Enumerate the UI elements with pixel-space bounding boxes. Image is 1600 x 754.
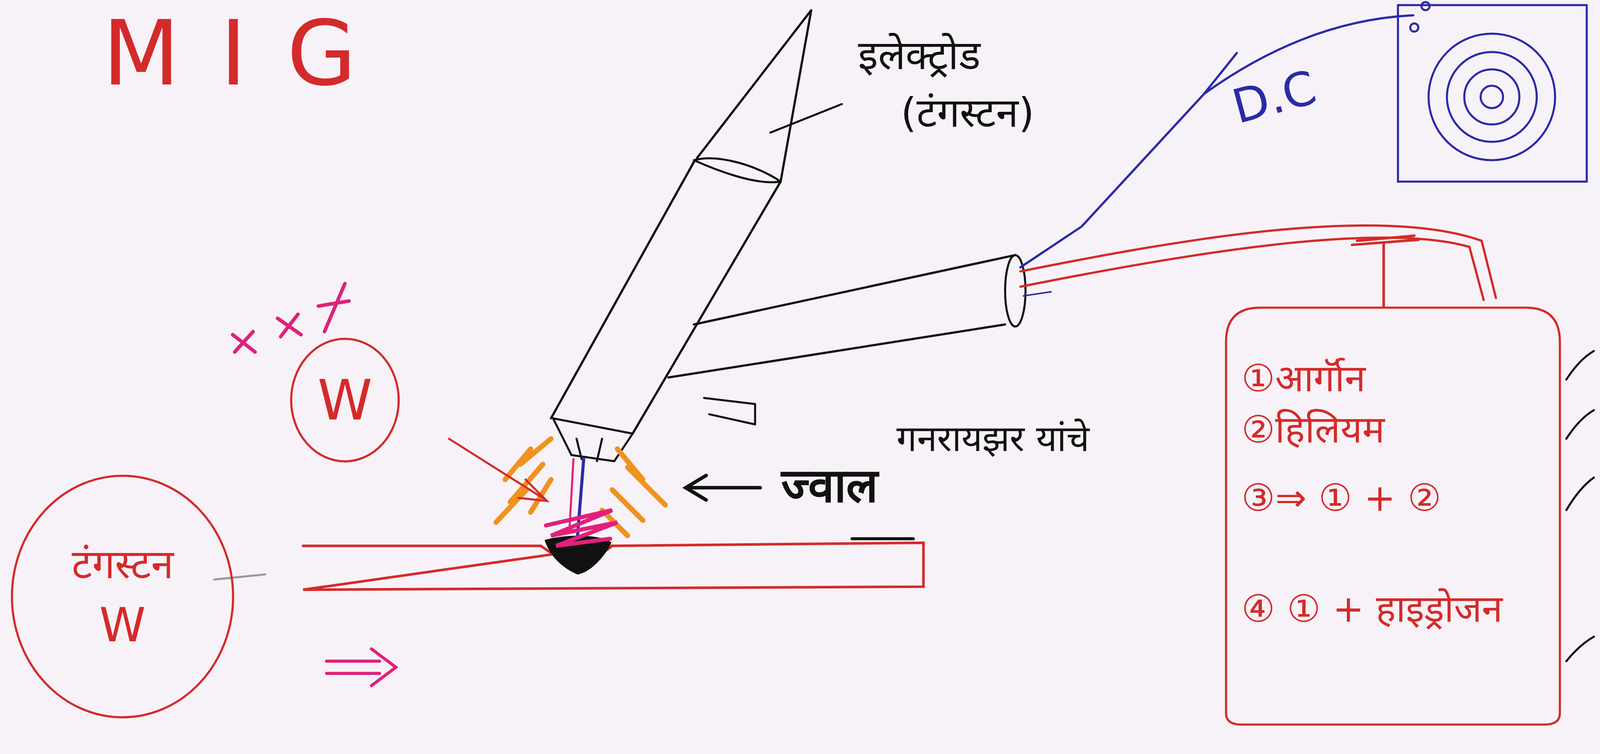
check-mark <box>1566 477 1595 511</box>
tungsten-arrow <box>449 438 547 502</box>
leader-line <box>214 574 266 580</box>
weld-pool <box>545 510 618 547</box>
torch-handle <box>668 255 1016 378</box>
node-text-stack: टंगस्टन W <box>10 474 235 720</box>
gas-cylinder: ①आर्गॉन②हिलियम ③⇒ ① + ② ④ ① + हाइड्रोजन <box>1224 306 1562 727</box>
torch-top <box>693 158 781 183</box>
coil <box>1480 85 1504 109</box>
check-mark <box>1566 351 1595 380</box>
check-mark <box>1566 410 1595 439</box>
circle-border <box>291 338 399 462</box>
flame-label: ज्वाल <box>781 456 879 516</box>
cylinder-text: ③⇒ ① + ② <box>1241 474 1549 522</box>
coil <box>1446 52 1537 142</box>
flame-stroke <box>627 467 666 506</box>
circle-text: W <box>99 597 146 654</box>
leader-line <box>770 104 842 133</box>
circle-text: W <box>317 367 373 434</box>
flame-stroke <box>520 438 552 465</box>
direction-arrow <box>326 649 397 687</box>
cylinder-text: ④ ① + हाइड्रोजन <box>1241 585 1549 633</box>
part-label: (टंगस्टन) <box>900 87 1035 139</box>
pointers <box>214 104 842 687</box>
cylinder-valve <box>1351 235 1419 307</box>
coil <box>1428 33 1555 161</box>
supply-lines <box>1020 15 1496 301</box>
circle-border <box>11 475 234 718</box>
terminal <box>1421 2 1430 11</box>
tungsten-circle: टंगस्टन W <box>10 474 235 720</box>
cylinder-text: ②हिलियम <box>1241 406 1549 454</box>
note-label: गनरायझर यांचे <box>896 416 1090 462</box>
source-box <box>1398 5 1587 182</box>
workpiece <box>303 510 924 591</box>
circle-outline <box>10 474 235 720</box>
trigger <box>703 398 756 425</box>
gas-hose <box>1020 237 1484 301</box>
base-metal <box>303 543 924 590</box>
gas-hose <box>1020 225 1496 298</box>
coil <box>1464 69 1520 125</box>
cylinder-body <box>1226 307 1560 725</box>
node-text-stack: W <box>289 337 401 464</box>
flame-stroke <box>612 490 643 521</box>
flame-arrow <box>685 475 760 500</box>
tungsten-circle: W <box>289 337 401 464</box>
flame <box>496 438 666 536</box>
check-marks <box>1566 351 1595 662</box>
cylinder-text: ①आर्गॉन <box>1241 355 1549 403</box>
edge-mark <box>852 537 914 541</box>
part-label: इलेक्ट्रोड <box>858 29 981 81</box>
dc-source <box>1398 2 1587 182</box>
flame-stroke <box>496 490 527 523</box>
torch-body <box>551 160 781 434</box>
title-text: MIG <box>102 0 397 108</box>
check-mark <box>1566 636 1595 662</box>
power-cable <box>1023 291 1052 297</box>
electrode-tip <box>697 10 812 182</box>
circle-text: टंगस्टन <box>71 540 174 589</box>
flame-stroke <box>617 449 643 480</box>
terminal <box>1410 23 1419 32</box>
power-cable <box>1020 15 1414 268</box>
valve <box>1351 235 1419 307</box>
